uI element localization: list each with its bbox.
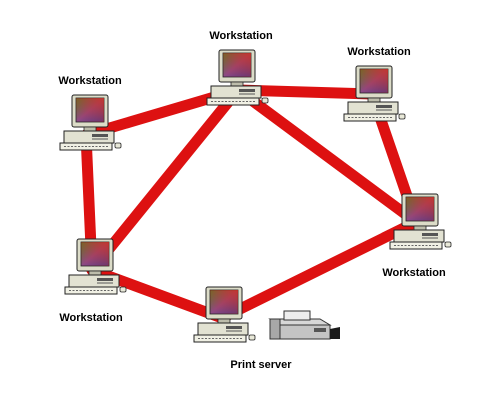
label-print-server: Print server bbox=[230, 359, 292, 371]
workstation-bottom-left bbox=[63, 237, 129, 297]
label-workstation-right: Workstation bbox=[382, 267, 446, 279]
label-workstation-bottom-left: Workstation bbox=[59, 312, 123, 324]
label-workstation-top-right: Workstation bbox=[347, 46, 411, 58]
label-workstation-top-center: Workstation bbox=[209, 30, 273, 42]
workstation-top-right bbox=[342, 64, 408, 124]
link-print-server-to-ws-right bbox=[216, 216, 422, 324]
workstation-top-center bbox=[205, 48, 271, 108]
printer-icon bbox=[268, 310, 340, 340]
print-server-workstation bbox=[192, 285, 258, 345]
workstation-right bbox=[388, 192, 454, 252]
link-ws-top-center-to-ws-right bbox=[232, 84, 422, 228]
label-workstation-top-left: Workstation bbox=[58, 75, 122, 87]
link-ws-top-center-to-ws-bottom-left bbox=[86, 84, 244, 276]
workstation-top-left bbox=[58, 93, 124, 153]
